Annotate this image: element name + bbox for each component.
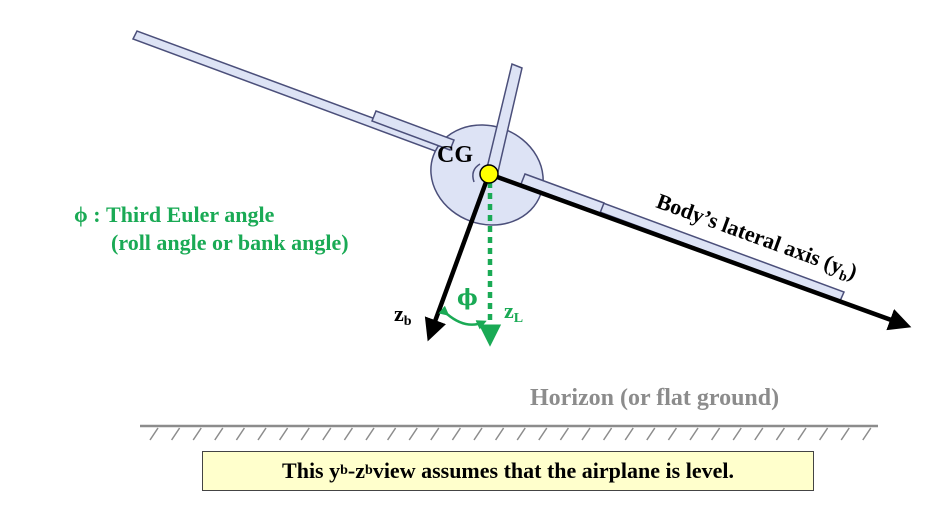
hatch-mark bbox=[343, 427, 354, 441]
hatch-mark bbox=[170, 427, 181, 441]
hatch-mark bbox=[451, 427, 462, 441]
hatch-mark bbox=[322, 427, 332, 441]
hatch-mark bbox=[278, 427, 289, 441]
lateral-axis-arrow bbox=[488, 171, 912, 331]
fuselage-detail bbox=[472, 163, 481, 183]
hatch-mark bbox=[494, 427, 505, 441]
hatch-mark bbox=[775, 427, 786, 441]
hatch-mark bbox=[559, 427, 570, 441]
phi-description-line1: ϕ : Third Euler angle bbox=[74, 202, 275, 227]
hatch-mark bbox=[581, 427, 591, 441]
hatch-mark bbox=[300, 427, 310, 441]
hatch-mark bbox=[689, 427, 699, 441]
hatch-mark bbox=[646, 427, 656, 441]
hatch-mark bbox=[386, 427, 397, 441]
hatch-mark bbox=[840, 427, 850, 441]
hatch-mark bbox=[732, 427, 742, 441]
hatch-mark bbox=[710, 427, 721, 441]
hatch-mark bbox=[538, 427, 548, 441]
phi-symbol-label: ϕ bbox=[457, 285, 478, 311]
caption-part3: view assumes that the airplane is level. bbox=[372, 458, 734, 483]
caption-sub1: b bbox=[340, 463, 348, 478]
zb-label: zb bbox=[394, 301, 412, 329]
hatch-mark bbox=[516, 427, 526, 441]
horizon-label: Horizon (or flat ground) bbox=[530, 385, 779, 411]
left-aileron-shape bbox=[371, 110, 455, 151]
zl-label: zL bbox=[504, 298, 523, 326]
hatch-mark bbox=[430, 427, 440, 441]
hatch-mark bbox=[862, 427, 872, 441]
hatch-mark bbox=[473, 427, 483, 441]
hatch-mark bbox=[149, 427, 159, 441]
caption-sub2: b bbox=[365, 463, 373, 478]
ground-hatching bbox=[149, 427, 872, 441]
hatch-mark bbox=[365, 427, 375, 441]
hatch-mark bbox=[257, 427, 267, 441]
hatch-mark bbox=[818, 427, 829, 441]
hatch-mark bbox=[602, 427, 613, 441]
caption-part2: -z bbox=[347, 458, 366, 483]
phi-angle-arc bbox=[438, 305, 487, 330]
hatch-mark bbox=[235, 427, 246, 441]
hatch-mark bbox=[667, 427, 678, 441]
hatch-mark bbox=[214, 427, 224, 441]
phi-description-line2: (roll angle or bank angle) bbox=[111, 230, 349, 255]
hatch-mark bbox=[624, 427, 634, 441]
caption-part1: This y bbox=[282, 458, 341, 483]
hatch-mark bbox=[192, 427, 202, 441]
hatch-mark bbox=[408, 427, 418, 441]
cg-point bbox=[479, 164, 499, 184]
cg-label: CG bbox=[437, 142, 473, 168]
hatch-mark bbox=[797, 427, 807, 441]
hatch-mark bbox=[754, 427, 764, 441]
